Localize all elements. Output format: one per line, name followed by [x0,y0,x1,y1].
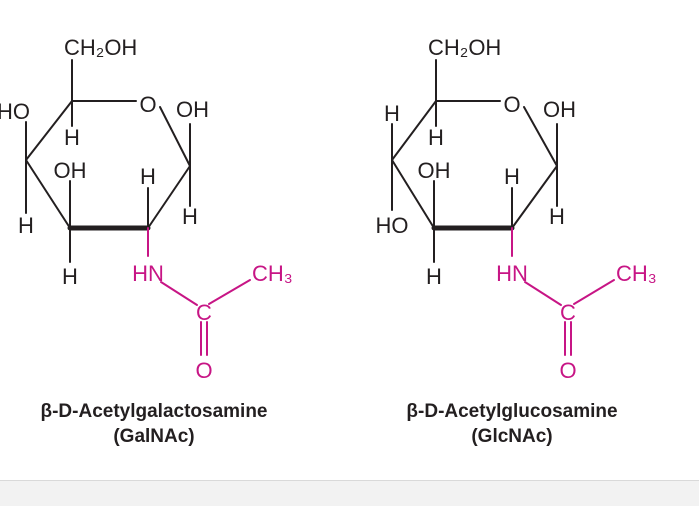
ring-bond [159,106,191,167]
methyl-label: CH₃ [616,261,657,286]
carbonyl-carbon-label: C [560,300,576,325]
c3-oh-label: OH [54,158,87,183]
ring-bond [147,165,191,229]
glcnac-caption-name: β-D-Acetylglucosamine [406,401,617,422]
c5-h-label: H [64,125,80,150]
c1-h-label: H [182,204,198,229]
ring-bond [523,106,558,167]
carbonyl-carbon-label: C [196,300,212,325]
nh-label: HN [132,261,164,286]
c1-oh-label: OH [543,97,576,122]
c4-lower-label: HO [376,213,409,238]
ring-oxygen-label: O [139,92,156,117]
ring-bond [25,159,71,229]
ch2oh-label: CH₂OH [64,35,137,60]
methyl-label: CH₃ [252,261,293,286]
glcnac-caption-abbrev: (GlcNAc) [471,426,552,447]
ring-oxygen-label: O [503,92,520,117]
c3-h-label: H [62,264,78,289]
c4-lower-label: H [18,213,34,238]
c-ch3-bond [573,279,615,305]
carbonyl-oxygen-label: O [559,358,576,383]
ring-bond [511,165,558,229]
galnac-caption-abbrev: (GalNAc) [113,426,194,447]
ch2oh-label: CH₂OH [428,35,501,60]
c1-oh-label: OH [176,97,209,122]
n-c-bond [160,281,198,306]
c2-h-label: H [140,164,156,189]
c2-h-label: H [504,164,520,189]
ring-bond [391,100,437,161]
c3-h-label: H [426,264,442,289]
ring-bond [391,159,435,229]
c1-h-label: H [549,204,565,229]
c4-upper-label: H [384,101,400,126]
glcnac-structure: CH₂OH O OH H H OH H H H HO HN C O CH₃ β-… [376,35,657,447]
n-c-bond [524,281,562,306]
nh-label: HN [496,261,528,286]
bottom-bar [0,480,699,506]
c-ch3-bond [208,279,251,305]
galnac-caption-name: β-D-Acetylgalactosamine [41,401,268,422]
c5-h-label: H [428,125,444,150]
c4-upper-label: HO [0,99,30,124]
ring-bond [25,100,73,161]
carbonyl-oxygen-label: O [195,358,212,383]
c3-oh-label: OH [418,158,451,183]
galnac-structure: CH₂OH O OH H H OH H H HO H HN C O CH₃ β-… [0,35,293,447]
